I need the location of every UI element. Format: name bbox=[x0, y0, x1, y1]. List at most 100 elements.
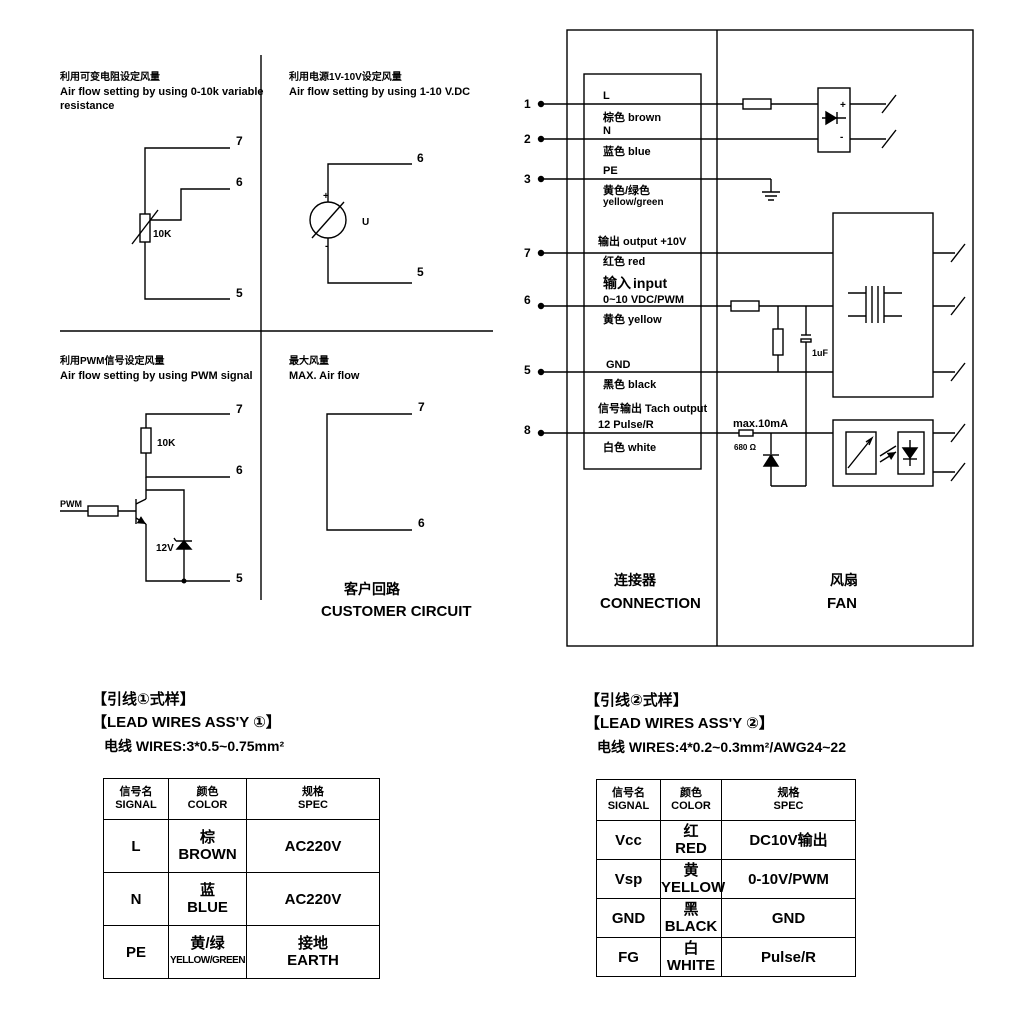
q1-variable-arrow-icon bbox=[131, 209, 159, 245]
lead1-wires: 电线 WIRES:3*0.5~0.75mm² bbox=[104, 738, 285, 754]
rectifier-diode-icon bbox=[825, 110, 838, 126]
pin-7: 7 bbox=[524, 246, 531, 260]
connector-block bbox=[583, 73, 702, 470]
spec-cell: AC220V bbox=[246, 819, 380, 873]
q4-max-airflow-circuit: 最大风量 MAX. Air flow 7 6 bbox=[289, 354, 425, 531]
q2-u-label: U bbox=[362, 217, 369, 228]
q2-voltage-source-circuit: 利用电源1V-10V设定风量 Air flow setting by using… bbox=[289, 70, 470, 284]
q3-title-en: Air flow setting by using PWM signal bbox=[60, 370, 253, 382]
connection-label-cn: 连接器 bbox=[614, 572, 657, 588]
lbl-black: 黑色 black bbox=[603, 377, 657, 391]
lead1-title-cn: 【引线①式样】 bbox=[92, 691, 195, 708]
q3-title-cn: 利用PWM信号设定风量 bbox=[60, 354, 164, 367]
lbl-range: 0~10 VDC/PWM bbox=[603, 294, 684, 306]
pin-6: 6 bbox=[524, 293, 531, 307]
lbl-brown: 棕色 brown bbox=[602, 110, 661, 124]
q3-term-7: 7 bbox=[236, 402, 243, 416]
motor-drive-block bbox=[832, 212, 934, 398]
spec-cell: Pulse/R bbox=[721, 937, 856, 977]
q3-term-6: 6 bbox=[236, 463, 243, 477]
lbl-yg-en: yellow/green bbox=[603, 197, 664, 208]
lbl-pulse: 12 Pulse/R bbox=[598, 419, 654, 431]
q3-base-resistor bbox=[87, 505, 119, 517]
rectifier-block bbox=[817, 87, 851, 153]
fan-components: + - 1uF max.10mA 680 Ω bbox=[733, 87, 966, 487]
lbl-tach: 信号输出 Tach output bbox=[598, 401, 708, 415]
lbl-blue: 蓝色 blue bbox=[603, 144, 651, 158]
q1-title-cn: 利用可变电阻设定风量 bbox=[60, 70, 160, 83]
lbl-red: 红色 red bbox=[603, 254, 645, 268]
spec-cell: DC10V输出 bbox=[721, 820, 856, 860]
signal-cell: L bbox=[103, 819, 169, 873]
connection-wires bbox=[541, 98, 833, 487]
lbl-l: L bbox=[603, 90, 610, 102]
customer-circuit-caption-en: CUSTOMER CIRCUIT bbox=[321, 603, 472, 620]
spec-cell: GND bbox=[721, 898, 856, 938]
q4-title-en: MAX. Air flow bbox=[289, 370, 360, 382]
q2-plus: + bbox=[323, 191, 329, 202]
q2-title-en: Air flow setting by using 1-10 V.DC bbox=[289, 86, 470, 98]
lead2-title-en: 【LEAD WIRES ASS'Y ②】 bbox=[585, 715, 774, 732]
lbl-n: N bbox=[603, 125, 611, 137]
pin-3: 3 bbox=[524, 172, 531, 186]
lbl-yellow: 黄色 yellow bbox=[603, 312, 662, 326]
q4-title-cn: 最大风量 bbox=[289, 354, 329, 367]
lbl-pe: PE bbox=[603, 165, 618, 177]
q1-res-label: 10K bbox=[153, 229, 172, 240]
lbl-yg-cn: 黄色/绿色 bbox=[603, 183, 650, 197]
q3-resistor bbox=[140, 427, 152, 454]
q2-minus: - bbox=[325, 241, 328, 252]
lbl-output: 输出 output +10V bbox=[598, 234, 687, 248]
signal-cell: N bbox=[103, 872, 169, 926]
q3-zener-icon bbox=[175, 539, 193, 550]
lead1-title-en: 【LEAD WIRES ASS'Y ①】 bbox=[92, 714, 281, 731]
q2-title-cn: 利用电源1V-10V设定风量 bbox=[289, 70, 402, 83]
lead2-title-cn: 【引线②式样】 bbox=[585, 692, 688, 709]
pin-5: 5 bbox=[524, 363, 531, 377]
spec-cell: AC220V bbox=[246, 872, 380, 926]
q3-pwm-label: PWM bbox=[60, 499, 82, 509]
q2-term-5: 5 bbox=[417, 265, 424, 279]
res-680-label: 680 Ω bbox=[734, 443, 757, 452]
pin-2: 2 bbox=[524, 132, 531, 146]
pin-8: 8 bbox=[524, 423, 531, 437]
q3-term-5: 5 bbox=[236, 571, 243, 585]
max-current-label: max.10mA bbox=[733, 418, 788, 430]
q3-pwm-circuit: 利用PWM信号设定风量 Air flow setting by using PW… bbox=[60, 354, 253, 585]
tach-zener-icon bbox=[762, 453, 780, 467]
lbl-gnd: GND bbox=[606, 359, 631, 371]
customer-circuit-dividers bbox=[60, 55, 493, 600]
fan-label-en: FAN bbox=[827, 595, 857, 612]
lead2-wires: 电线 WIRES:4*0.2~0.3mm²/AWG24~22 bbox=[597, 739, 846, 755]
customer-circuit-caption-cn: 客户回路 bbox=[343, 581, 401, 597]
lbl-white: 白色 white bbox=[603, 440, 656, 454]
connection-fan-frame bbox=[566, 29, 974, 647]
cap-label: 1uF bbox=[812, 348, 829, 358]
connection-label-en: CONNECTION bbox=[600, 595, 701, 612]
transformer-icon bbox=[848, 286, 902, 323]
connector-pins: 1 2 3 7 6 5 8 bbox=[524, 97, 545, 437]
